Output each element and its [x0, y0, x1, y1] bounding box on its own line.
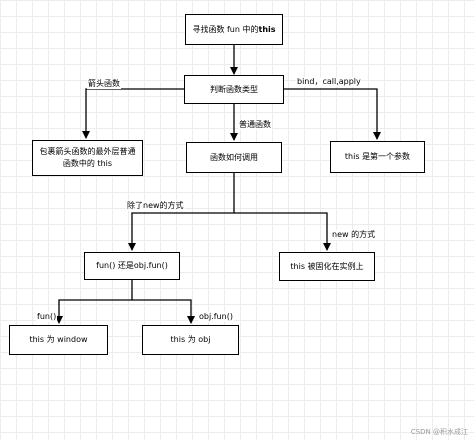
node-this-window-text: this 为 window	[29, 335, 88, 344]
node-fun-or-objfun: fun() 还是obj.fun()	[84, 252, 180, 280]
node-this-obj-text: this 为 obj	[170, 335, 211, 344]
node-arrow-function-outer-text: 包裹箭头函数的最外层普通函数中的 this	[39, 147, 136, 168]
node-new-bound-instance-text: this 被固化在实例上	[290, 261, 364, 271]
edge-howcalled-to-funobj	[128, 173, 235, 251]
edge-label-fun-call: fun()	[36, 312, 58, 322]
node-how-called: 函数如何调用	[186, 142, 282, 173]
edge-label-new-way: new 的方式	[331, 230, 377, 240]
edge-funobj-to-window	[55, 280, 133, 324]
node-judge-function-type: 判断函数类型	[184, 75, 284, 104]
node-bind-first-param: this 是第一个参数	[330, 141, 425, 173]
node-bind-first-param-text: this 是第一个参数	[344, 152, 411, 161]
edge-label-normal-function: 普通函数	[238, 120, 272, 130]
edge-funobj-to-obj	[132, 299, 195, 324]
edge-howcalled-to-new	[234, 212, 331, 251]
node-new-bound-instance: this 被固化在实例上	[279, 252, 375, 281]
node-find-this: 寻找函数 fun 中的 this	[185, 14, 283, 45]
node-how-called-text: 函数如何调用	[210, 152, 258, 162]
edge-judge-to-bind	[284, 88, 381, 140]
edge-label-except-new: 除了new的方式	[126, 201, 185, 211]
edge-label-arrow-function: 箭头函数	[87, 79, 121, 89]
node-find-this-text: 寻找函数 fun 中的	[192, 24, 259, 34]
node-find-this-keyword: this	[258, 24, 276, 34]
edge-label-obj-call: obj.fun()	[198, 312, 234, 322]
node-this-obj: this 为 obj	[142, 325, 239, 355]
node-arrow-function-outer: 包裹箭头函数的最外层普通函数中的 this	[32, 140, 143, 176]
node-judge-function-type-text: 判断函数类型	[210, 84, 258, 94]
edge-judge-to-arrowfn	[82, 88, 184, 139]
node-this-window: this 为 window	[9, 325, 108, 355]
watermark: CSDN @积水成江	[410, 428, 468, 436]
node-fun-or-objfun-text: fun() 还是obj.fun()	[96, 261, 168, 270]
edge-label-bind-call-apply: bind，call,apply	[296, 77, 362, 87]
